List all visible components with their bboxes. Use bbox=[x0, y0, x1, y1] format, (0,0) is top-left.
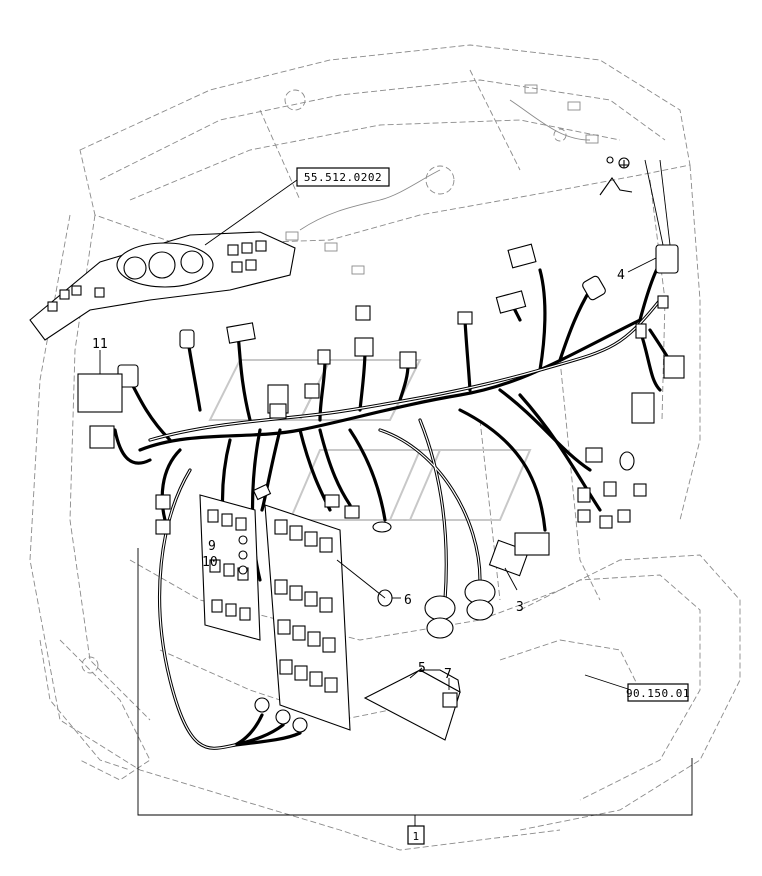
main-harness bbox=[113, 258, 677, 750]
ref-top-label: 55.512.0202 bbox=[304, 171, 382, 184]
roof-harness bbox=[285, 84, 599, 321]
connectors bbox=[77, 243, 685, 733]
key-icon bbox=[599, 156, 633, 196]
ref-right-label: 90.150.01 bbox=[626, 687, 690, 700]
reference-frame bbox=[137, 159, 693, 826]
callout-11: 11 bbox=[92, 337, 108, 352]
callout-3: 3 bbox=[516, 600, 524, 615]
callout-9: 9 bbox=[208, 539, 216, 554]
ref-box-right[interactable]: 90.150.01 bbox=[626, 683, 690, 702]
fuse-relay-board bbox=[199, 494, 351, 731]
watermark bbox=[208, 359, 532, 521]
cab-outline bbox=[29, 44, 741, 851]
ref-bottom-label: 1 bbox=[412, 830, 419, 843]
ref-box-bottom[interactable]: 1 bbox=[407, 825, 425, 845]
callout-7: 7 bbox=[444, 667, 452, 682]
ref-box-top[interactable]: 55.512.0202 bbox=[296, 167, 390, 187]
callout-6: 6 bbox=[404, 593, 412, 608]
instrument-panel bbox=[29, 231, 296, 341]
callout-4: 4 bbox=[617, 268, 625, 283]
loose-parts bbox=[336, 559, 461, 741]
callout-numbers: 3 4 5 6 7 9 10 11 bbox=[92, 268, 625, 682]
callout-10: 10 bbox=[202, 555, 218, 570]
lock-icon bbox=[618, 157, 630, 169]
callout-5: 5 bbox=[418, 661, 426, 676]
leader-lines bbox=[99, 179, 657, 690]
